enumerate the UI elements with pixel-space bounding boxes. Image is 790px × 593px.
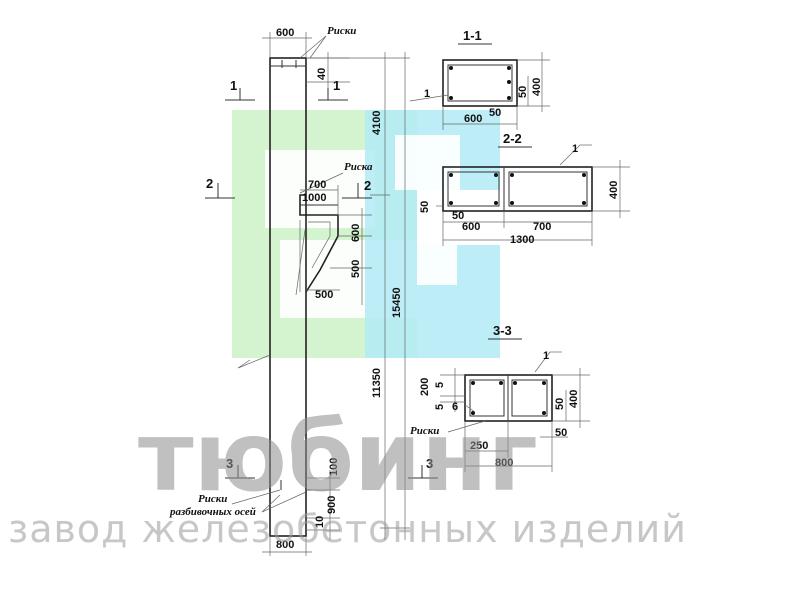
cut-1-left: 1: [230, 78, 237, 93]
watermark-logo: [232, 110, 500, 358]
section-3-dim-50-v: 50: [554, 398, 566, 410]
dim-15450-value: 15450: [391, 287, 403, 318]
top-marks-label: Риски: [327, 25, 356, 37]
dim-900-value: 900: [326, 496, 338, 514]
bottom-dimensions: 100 900 10 800 Риски разбивочных осей: [169, 458, 340, 556]
bottom-width-value: 800: [276, 539, 294, 551]
dim-11350-value: 11350: [371, 368, 383, 398]
dim-40-value: 40: [316, 68, 328, 80]
section-3-dim-5b: 5: [434, 404, 446, 410]
section-3-dim-800: 800: [495, 457, 513, 469]
section-3-dim-400: 400: [568, 390, 580, 408]
dim-40: 40: [306, 52, 350, 88]
section-2-leader: 1: [572, 143, 578, 155]
section-1-dim-400: 400: [531, 78, 543, 96]
bottom-marks-label: Риски: [198, 493, 227, 505]
section-1-dim-50-h: 50: [489, 107, 501, 119]
corbel-700-value: 700: [308, 179, 326, 191]
dim-10-value: 10: [314, 516, 326, 528]
section-1-1: 1-1 50 400 50 600 1: [409, 28, 550, 130]
section-2-dim-50-h: 50: [452, 210, 464, 222]
column-leader: [237, 354, 271, 369]
corbel-1000-value: 1000: [302, 192, 326, 204]
section-2-dim-50-v: 50: [419, 201, 431, 213]
section-2-dim-400: 400: [608, 181, 620, 199]
height-dimensions: 4100 15450 11350: [306, 52, 410, 540]
cut-3-right: 3: [426, 456, 433, 471]
section-3-title: 3-3: [493, 323, 512, 338]
cut-2-right: 2: [364, 178, 371, 193]
section-2-dim-600: 600: [462, 221, 480, 233]
section-2-title: 2-2: [503, 131, 522, 146]
section-3-3: 3-3 400 50 200 5 5 6 Риски 250 50: [410, 323, 590, 472]
section-1-dim-50-v: 50: [517, 86, 529, 98]
section-cut-1: 1 1: [225, 78, 348, 101]
corbel-600-value: 600: [350, 224, 362, 242]
section-3-dim-6: 6: [452, 401, 458, 413]
section-3-marks-label: Риски: [410, 425, 439, 437]
top-width-dimension: 600 Риски: [262, 25, 356, 59]
bottom-marks-sublabel: разбивочных осей: [169, 506, 256, 518]
column-elevation: [269, 57, 339, 537]
dim-4100-value: 4100: [371, 111, 383, 135]
corbel-500-h-value: 500: [315, 289, 333, 301]
section-3-dim-50-h: 50: [555, 427, 567, 439]
cut-2-left: 2: [206, 176, 213, 191]
section-3-dim-5a: 5: [434, 382, 446, 388]
section-3-dim-200: 200: [419, 378, 431, 396]
section-1-dim-600: 600: [464, 113, 482, 125]
watermark-tagline: завод железобетонных изделий: [8, 507, 687, 551]
section-1-leader: 1: [424, 88, 430, 100]
section-2-2: 2-2 400 50 50 600 700 1300 1: [419, 131, 630, 246]
section-cut-2: 2 2: [205, 176, 372, 199]
watermark-brand: тюбинг: [138, 401, 538, 513]
mark-label: Риска: [344, 161, 373, 173]
section-1-title: 1-1: [463, 28, 482, 43]
dim-100-value: 100: [328, 458, 340, 476]
section-3-leader: 1: [543, 350, 549, 362]
section-cut-3: 3 3: [225, 456, 438, 479]
cut-3-left: 3: [226, 456, 233, 471]
top-width-value: 600: [276, 27, 294, 39]
section-2-dim-700: 700: [533, 221, 551, 233]
section-2-dim-1300: 1300: [510, 234, 534, 246]
corbel-dimensions: Риска 700 1000 600 500 500: [299, 161, 373, 305]
cut-1-right: 1: [333, 78, 340, 93]
watermark-text: тюбинг завод железобетонных изделий: [8, 401, 687, 551]
corbel-500-v-value: 500: [350, 260, 362, 278]
section-3-dim-250: 250: [470, 440, 488, 452]
